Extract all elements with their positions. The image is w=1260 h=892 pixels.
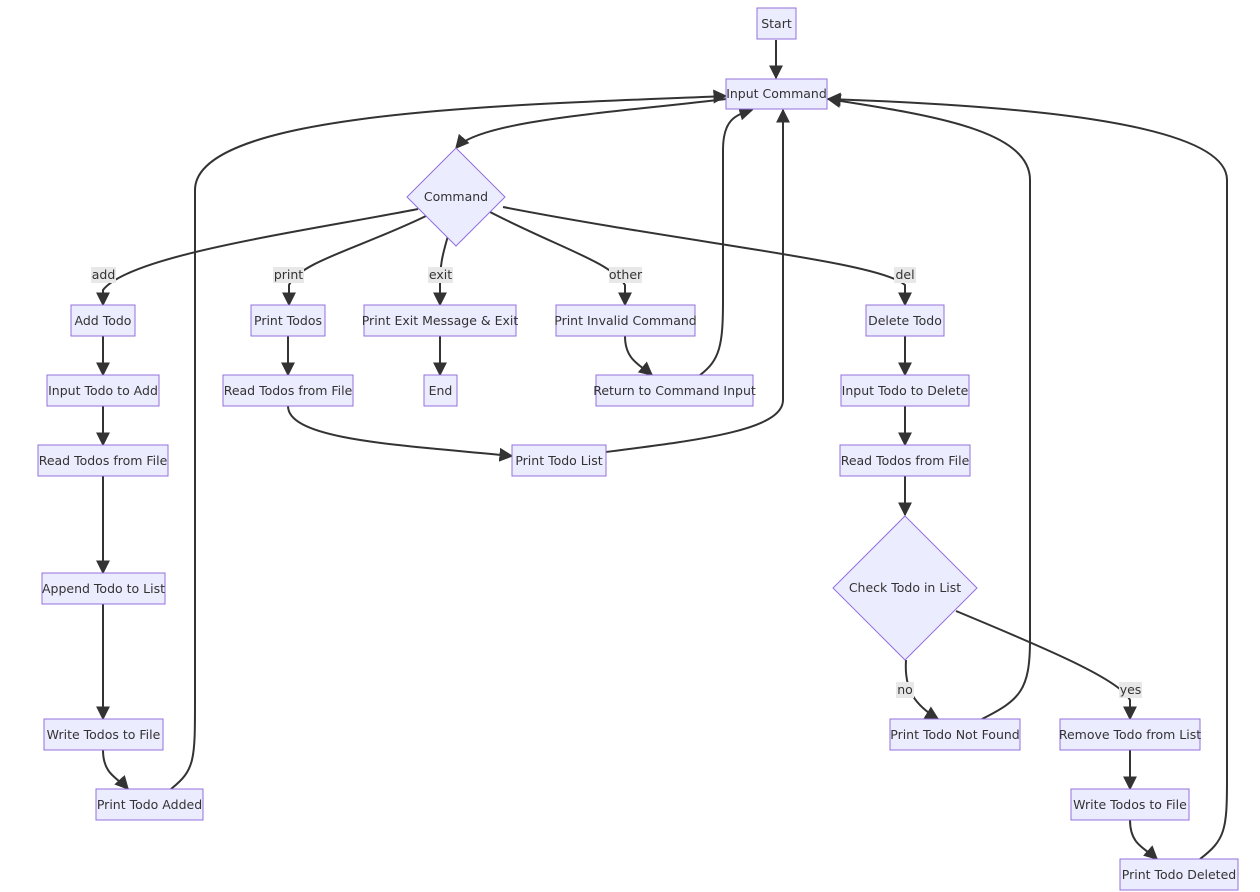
svg-text:Print Exit Message & Exit: Print Exit Message & Exit xyxy=(362,313,519,328)
svg-text:Input Todo to Delete: Input Todo to Delete xyxy=(842,383,969,398)
svg-text:exit: exit xyxy=(429,267,452,282)
node-read-todos-print: Read Todos from File xyxy=(222,374,354,407)
svg-text:Print Todo Deleted: Print Todo Deleted xyxy=(1122,867,1236,882)
node-print-list: Print Todo List xyxy=(511,444,607,477)
svg-text:Check Todo in List: Check Todo in List xyxy=(849,580,961,595)
svg-text:Print Todo List: Print Todo List xyxy=(515,453,602,468)
node-start: Start xyxy=(756,7,797,40)
node-write-todos-add: Write Todos to File xyxy=(43,718,164,751)
svg-text:Write Todos to File: Write Todos to File xyxy=(47,727,161,742)
edge-read-printlist xyxy=(287,405,514,462)
svg-text:Print Todo Added: Print Todo Added xyxy=(97,797,202,812)
edge-printadded-input xyxy=(170,89,728,790)
edge-label-yes: yes xyxy=(1119,682,1142,698)
edge-label-add: add xyxy=(91,267,116,283)
svg-text:print: print xyxy=(274,267,303,282)
node-input-todo-delete: Input Todo to Delete xyxy=(840,374,970,407)
node-read-todos-add: Read Todos from File xyxy=(37,444,169,477)
edge-command-exit xyxy=(433,235,449,307)
svg-text:End: End xyxy=(429,383,453,398)
node-print-invalid: Print Invalid Command xyxy=(554,304,697,337)
svg-text:Read Todos from File: Read Todos from File xyxy=(841,453,970,468)
svg-text:add: add xyxy=(92,267,116,282)
node-write-todos-delete: Write Todos to File xyxy=(1070,788,1190,821)
svg-text:yes: yes xyxy=(1120,682,1142,697)
edge-check-remove xyxy=(955,610,1137,721)
node-print-exit: Print Exit Message & Exit xyxy=(362,304,519,337)
svg-text:Remove Todo from List: Remove Todo from List xyxy=(1059,727,1201,742)
svg-text:Start: Start xyxy=(761,16,792,31)
node-read-todos-delete: Read Todos from File xyxy=(839,444,971,477)
edge-label-print: print xyxy=(273,267,304,283)
edge-label-del: del xyxy=(894,267,916,283)
svg-text:Write Todos to File: Write Todos to File xyxy=(1073,797,1187,812)
node-remove-todo: Remove Todo from List xyxy=(1059,718,1201,751)
node-return-input: Return to Command Input xyxy=(593,374,756,407)
node-print-not-found: Print Todo Not Found xyxy=(889,718,1021,751)
svg-text:no: no xyxy=(897,682,913,697)
edge-label-other: other xyxy=(609,267,643,283)
svg-text:Read Todos from File: Read Todos from File xyxy=(39,453,168,468)
svg-text:other: other xyxy=(609,267,643,282)
node-append-todo: Append Todo to List xyxy=(41,572,166,605)
node-input-command: Input Command xyxy=(725,78,828,110)
edge-printlist-input xyxy=(605,108,790,453)
edge-command-del xyxy=(502,206,912,307)
svg-text:Return to Command Input: Return to Command Input xyxy=(593,383,756,398)
svg-text:Print Todo Not Found: Print Todo Not Found xyxy=(890,727,1020,742)
node-print-deleted: Print Todo Deleted xyxy=(1119,858,1239,891)
node-add-todo: Add Todo xyxy=(70,304,136,337)
edge-deleted-input xyxy=(826,92,1228,860)
edge-notfound-input xyxy=(826,94,1031,720)
edge-invalid-return xyxy=(624,335,654,376)
svg-text:Delete Todo: Delete Todo xyxy=(868,313,942,328)
svg-text:Input Todo to Add: Input Todo to Add xyxy=(48,383,158,398)
node-print-added: Print Todo Added xyxy=(95,788,204,821)
edge-label-exit: exit xyxy=(428,267,453,283)
svg-text:Add Todo: Add Todo xyxy=(75,313,132,328)
edge-write-deleted xyxy=(1129,819,1159,860)
node-input-todo-add: Input Todo to Add xyxy=(46,374,160,407)
node-check-todo-decision: Check Todo in List xyxy=(832,515,978,661)
edge-input-command xyxy=(455,98,727,150)
edge-command-add xyxy=(96,208,419,307)
node-delete-todo: Delete Todo xyxy=(865,304,945,337)
node-end: End xyxy=(423,374,458,407)
svg-text:Print Invalid Command: Print Invalid Command xyxy=(554,313,697,328)
svg-text:Append Todo to List: Append Todo to List xyxy=(42,581,165,596)
svg-text:del: del xyxy=(895,267,914,282)
svg-text:Input Command: Input Command xyxy=(726,86,827,101)
node-print-todos: Print Todos xyxy=(250,304,326,337)
svg-text:Print Todos: Print Todos xyxy=(254,313,322,328)
svg-text:Read Todos from File: Read Todos from File xyxy=(224,383,353,398)
svg-text:Command: Command xyxy=(424,189,488,204)
edge-label-no: no xyxy=(896,682,914,698)
edge-write-printadded xyxy=(102,749,129,791)
edge-return-input xyxy=(699,106,754,376)
node-command-decision: Command xyxy=(406,147,506,247)
